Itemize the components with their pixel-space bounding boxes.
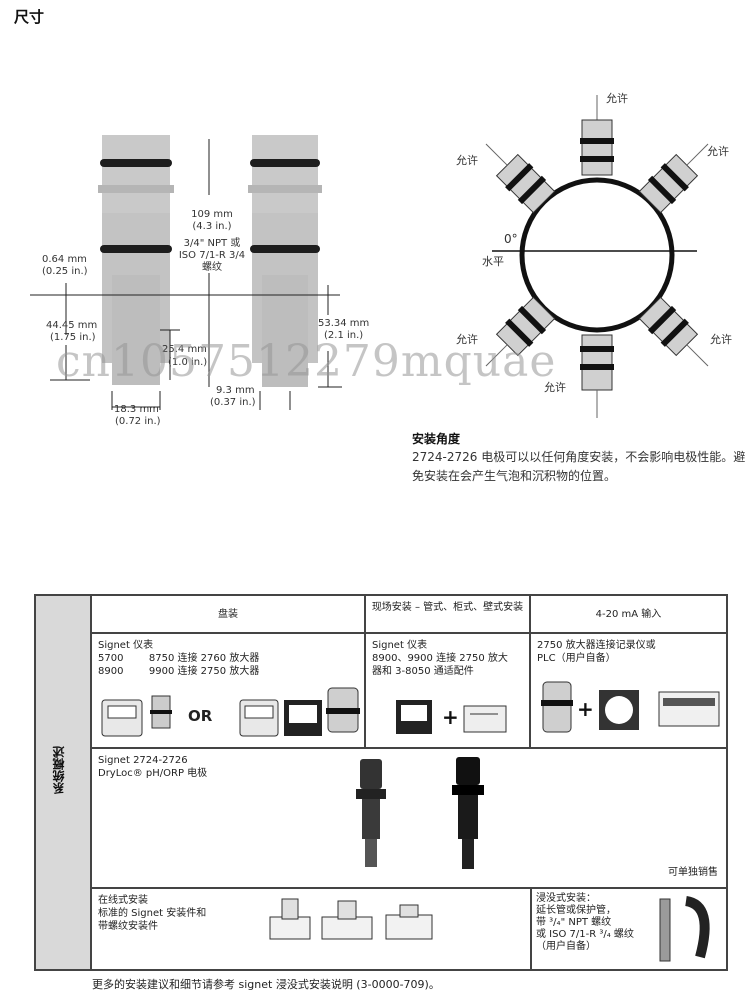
watermark: cn1057512279mquae [56, 336, 557, 387]
submersion-line-3: 带 ³/₄" NPT 螺纹 [536, 917, 612, 928]
allow-label-top: 允许 [606, 92, 628, 105]
header-input-label: 4-20 mA 输入 [595, 609, 662, 620]
side-label: 系统概述 [52, 746, 66, 794]
sensor-right [248, 135, 322, 387]
dim-d6-in: (0.72 in.) [115, 416, 161, 427]
dim-d5-in: (0.37 in.) [210, 397, 256, 408]
sensor-bottom [580, 334, 614, 418]
header-panel-label: 盘装 [218, 609, 238, 620]
allow-label-lower-left: 允许 [456, 333, 478, 346]
dim-d3-in: (1.0 in.) [168, 357, 208, 368]
panel-instruments-icon [101, 687, 360, 737]
header-input: 4-20 mA 输入 [530, 595, 727, 633]
dim-length-in: (4.3 in.) [192, 221, 232, 232]
electrode-title: Signet 2724-2726 [98, 755, 188, 766]
field-line-1: 8900、9900 连接 2750 放大 [372, 653, 508, 664]
or-label: OR [188, 707, 213, 725]
allow-label-upper-right: 允许 [707, 145, 729, 158]
header-field: 现场安装 – 管式、柜式、壁式安装 [365, 595, 530, 633]
inline-fittings-icon [269, 898, 433, 940]
page-heading: 尺寸 [14, 8, 45, 26]
inline-line-2: 标准的 Signet 安装件和 [98, 908, 207, 919]
svg-text:+: + [442, 705, 459, 729]
field-instruments-icon: + [396, 700, 507, 734]
inline-cell: 在线式安装 标准的 Signet 安装件和 带螺纹安装件 [91, 888, 531, 970]
side-label-cell: 系统概述 [35, 595, 91, 970]
dim-d2-mm: 44.45 mm [46, 320, 98, 331]
dim-d1-mm: 0.64 mm [42, 254, 87, 265]
dim-thread-3: 螺纹 [202, 262, 222, 273]
dim-thread-2: ISO 7/1-R 3/4 [178, 250, 246, 261]
submersion-line-4: 或 ISO 7/1-R ³/₄ 螺纹 [536, 929, 634, 940]
allow-label-lower-right: 允许 [710, 333, 732, 346]
sensor-upper-right [638, 143, 709, 214]
field-cell: Signet 仪表 8900、9900 连接 2750 放大 器和 3-8050… [365, 633, 530, 748]
input-cell: 2750 放大器连接记录仪或 PLC（用户自备） + [530, 633, 727, 748]
input-devices-icon: + [541, 681, 720, 733]
field-line-2: 器和 3-8050 通适配件 [372, 666, 474, 677]
dim-d6-mm: 18.3 mm [114, 404, 159, 415]
dim-d1-in: (0.25 in.) [42, 266, 88, 277]
input-line-1: 2750 放大器连接记录仪或 [537, 640, 656, 651]
submersion-cell: 浸没式安装： 延长管或保护管， 带 ³/₄" NPT 螺纹 或 ISO 7/1-… [531, 888, 727, 970]
submersion-line-5: （用户自备） [536, 941, 596, 952]
svg-text:+: + [577, 697, 594, 721]
inline-line-1: 在线式安装 [98, 895, 148, 906]
panel-line-2: 8900 9900 连接 2750 放大器 [98, 666, 260, 677]
orientation-diagram [485, 95, 709, 418]
sensor-lower-right [485, 296, 556, 367]
submersion-line-2: 延长管或保护管， [536, 905, 616, 916]
electrode-photos [356, 757, 484, 869]
sensor-left [98, 135, 174, 385]
install-angle-title: 安装角度 [412, 432, 461, 446]
inline-line-3: 带螺纹安装件 [98, 921, 158, 932]
field-title: Signet 仪表 [372, 640, 428, 651]
dim-d2-in: (1.75 in.) [50, 332, 96, 343]
allow-label-bottom: 允许 [544, 381, 566, 394]
install-angle-desc: 2724-2726 电极可以以任何角度安装，不会影响电极性能。避免安装在会产生气… [412, 450, 746, 483]
panel-cell: Signet 仪表 5700 8750 连接 2760 放大器 8900 990… [91, 633, 365, 748]
panel-title: Signet 仪表 [98, 640, 154, 651]
horizontal-label: 水平 [482, 255, 504, 268]
dimension-drawing [30, 135, 342, 410]
header-panel: 盘装 [91, 595, 365, 633]
dim-d3-mm: 25.4 mm [162, 344, 207, 355]
dim-d4-mm: 53.34 mm [318, 318, 370, 329]
sensor-lower-left [638, 296, 709, 367]
dim-d5-mm: 9.3 mm [216, 385, 255, 396]
sensor-upper-left [485, 143, 556, 214]
zero-degree-label: 0° [504, 232, 518, 246]
system-overview-table: 系统概述 盘装 现场安装 – 管式、柜式、壁式安装 4-20 mA 输入 Sig… [34, 594, 728, 971]
dim-d4-in: (2.1 in.) [324, 330, 364, 341]
dim-thread-1: 3/4" NPT 或 [183, 238, 241, 249]
input-line-2: PLC（用户自备） [537, 653, 616, 664]
submersion-line-1: 浸没式安装： [536, 893, 596, 904]
footer-note: 更多的安装建议和细节请参考 signet 浸没式安装说明 (3-0000-709… [92, 978, 440, 991]
header-field-label: 现场安装 – 管式、柜式、壁式安装 [371, 602, 524, 613]
allow-label-upper-left: 允许 [456, 154, 478, 167]
sensor-top [580, 95, 614, 176]
panel-line-1: 5700 8750 连接 2760 放大器 [98, 653, 260, 664]
electrode-cell: Signet 2724-2726 DryLoc® pH/ORP 电极 可单独销售 [91, 748, 727, 888]
dim-length-mm: 109 mm [191, 209, 233, 220]
electrode-note: 可单独销售 [668, 867, 718, 878]
submersion-pipes-icon [659, 896, 710, 962]
electrode-subtitle: DryLoc® pH/ORP 电极 [98, 768, 208, 779]
